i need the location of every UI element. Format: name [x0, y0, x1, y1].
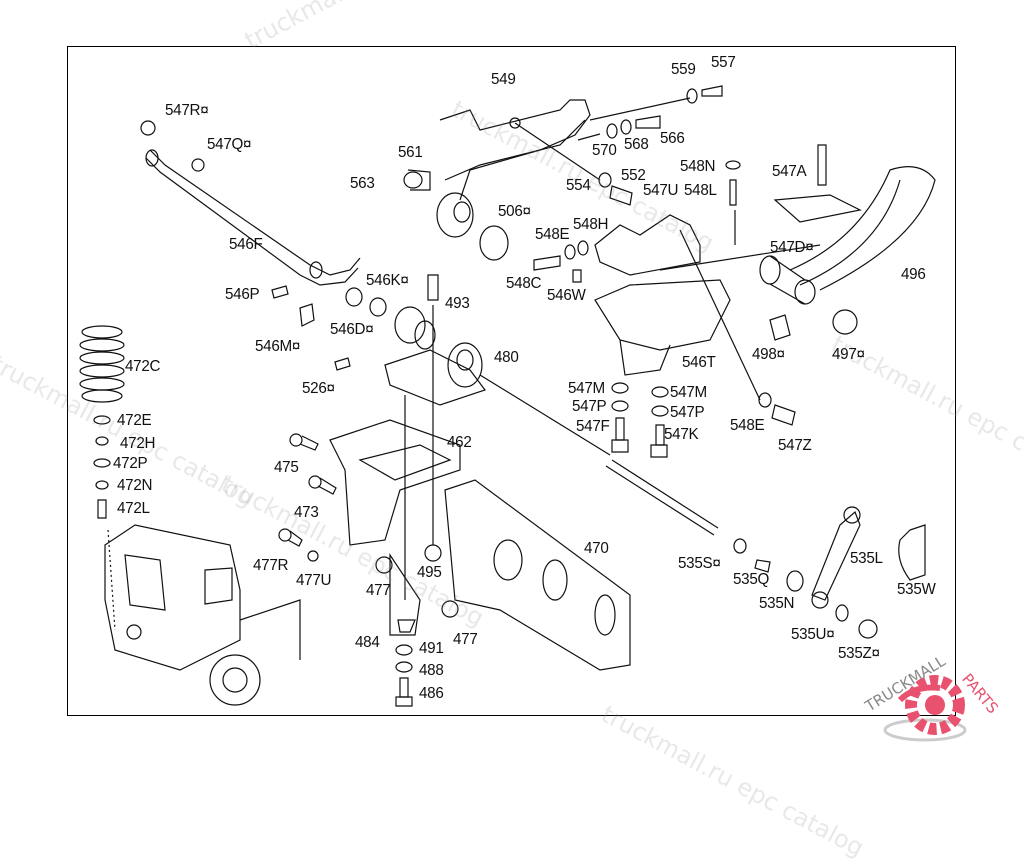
label-546F: 546F [229, 236, 263, 253]
label-480: 480 [494, 349, 519, 366]
label-472P: 472P [113, 455, 148, 472]
label-491: 491 [419, 640, 444, 657]
bracket-462 [329, 419, 461, 636]
frame-plate-470 [444, 479, 631, 671]
label-484: 484 [355, 634, 380, 651]
label-547U: 547U [643, 182, 679, 199]
rubber-buffer-472C [79, 325, 125, 519]
label-548C: 548C [506, 275, 542, 292]
spring-mount-546T [594, 210, 821, 401]
label-566: 566 [660, 130, 685, 147]
label-526: 526¤ [302, 380, 335, 397]
label-546D: 546D¤ [330, 321, 374, 338]
label-570: 570 [592, 142, 617, 159]
label-557: 557 [711, 54, 736, 71]
label-546M: 546M¤ [255, 338, 301, 355]
label-548L: 548L [684, 182, 717, 199]
label-547Z: 547Z [778, 437, 812, 454]
leaf-spring-496 [759, 144, 936, 335]
label-548H: 548H [573, 216, 609, 233]
label-547R: 547R¤ [165, 102, 209, 119]
truckmallparts-logo: TRUCKMALL PARTS [860, 652, 1024, 750]
label-568: 568 [624, 136, 649, 153]
washer-559 [686, 88, 698, 104]
label-561: 561 [398, 144, 423, 161]
label-547M-right: 547M [670, 384, 707, 401]
label-535U: 535U¤ [791, 626, 835, 643]
label-546K: 546K¤ [366, 272, 409, 289]
label-559: 559 [671, 61, 696, 78]
label-547D: 547D¤ [770, 239, 814, 256]
label-535Z: 535Z¤ [838, 645, 880, 662]
diagram-frame [67, 46, 956, 716]
label-548E: 548E [535, 226, 570, 243]
label-546W: 546W [547, 287, 586, 304]
label-549: 549 [491, 71, 516, 88]
label-470: 470 [584, 540, 609, 557]
label-552: 552 [621, 167, 646, 184]
label-546P: 546P [225, 286, 260, 303]
label-472L: 472L [117, 500, 150, 517]
label-473: 473 [294, 504, 319, 521]
label-535Q: 535Q [733, 571, 770, 588]
label-477U: 477U [296, 572, 332, 589]
label-472E: 472E [117, 412, 152, 429]
label-535S: 535S¤ [678, 555, 721, 572]
label-548E-lower: 548E [730, 417, 765, 434]
label-554: 554 [566, 177, 591, 194]
label-488: 488 [419, 662, 444, 679]
label-548N: 548N [680, 158, 716, 175]
label-462: 462 [447, 434, 472, 451]
label-547P-right: 547P [670, 404, 705, 421]
label-495: 495 [417, 564, 442, 581]
gear-logo-icon [883, 675, 967, 742]
label-493: 493 [445, 295, 470, 312]
label-475: 475 [274, 459, 299, 476]
bolt-557 [701, 85, 723, 97]
parts-drawing [79, 85, 936, 707]
label-535N: 535N [759, 595, 795, 612]
label-472C: 472C [125, 358, 161, 375]
label-535W: 535W [897, 581, 936, 598]
label-547K: 547K [664, 426, 699, 443]
label-547P-left: 547P [572, 398, 607, 415]
label-472N: 472N [117, 477, 153, 494]
bracket-549 [436, 97, 691, 238]
label-546T: 546T [682, 354, 716, 371]
label-472H: 472H [120, 435, 156, 452]
label-547M-left: 547M [568, 380, 605, 397]
fasteners [271, 160, 796, 707]
label-563: 563 [350, 175, 375, 192]
label-535L: 535L [850, 550, 883, 567]
truck-illustration [104, 524, 301, 706]
label-477-left: 477 [366, 582, 391, 599]
stabilizer-bar-546F [140, 120, 361, 286]
label-477-right: 477 [453, 631, 478, 648]
label-496: 496 [901, 266, 926, 283]
label-547Q: 547Q¤ [207, 136, 252, 153]
bracket-480 [384, 305, 611, 600]
label-477R: 477R [253, 557, 289, 574]
label-497: 497¤ [832, 346, 865, 363]
washer-506 [479, 225, 509, 261]
shock-absorber-535L [605, 459, 926, 639]
label-486: 486 [419, 685, 444, 702]
label-547A: 547A [772, 163, 807, 180]
label-506: 506¤ [498, 203, 531, 220]
label-498: 498¤ [752, 346, 785, 363]
label-547F: 547F [576, 418, 610, 435]
